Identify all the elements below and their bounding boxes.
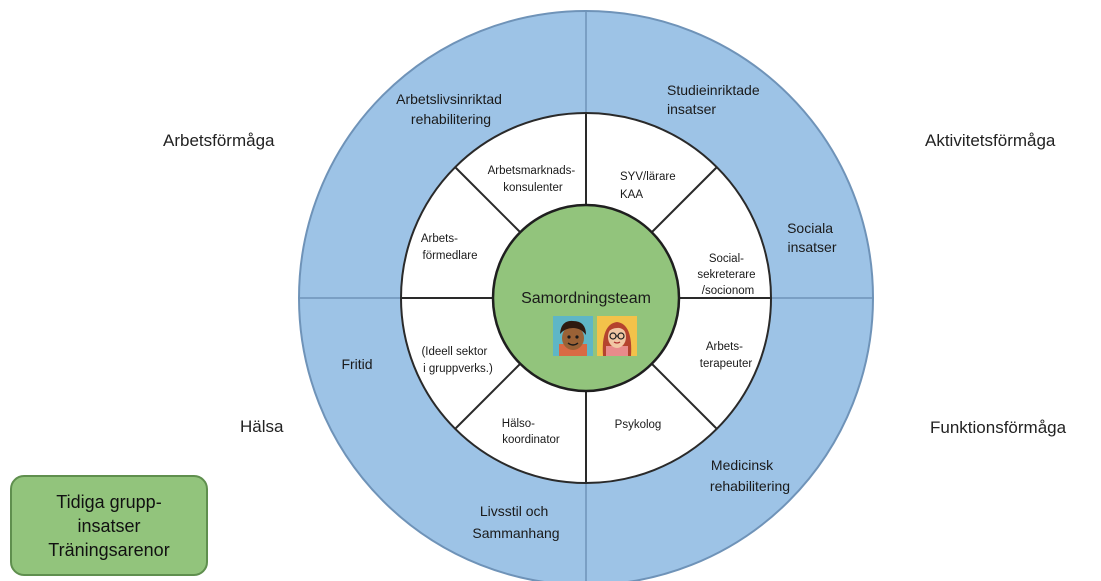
divider-nw: [454, 166, 521, 233]
inner-label-arbetsterapeuter: Arbets- terapeuter: [700, 341, 753, 370]
center-title: Samordningsteam: [521, 290, 651, 307]
inner-label-arbetsmarknadskonsulenter: Arbetsmarknads- konsulenter: [488, 165, 579, 194]
outer-label-arbetslivsinriktad: Arbetslivsinriktad rehabilitering: [396, 91, 506, 127]
outer-label-fritid: Fritid: [341, 356, 372, 372]
avatar-girl-icon: [597, 316, 637, 356]
inner-label-halsokoordinator: Hälso- koordinator: [502, 418, 560, 446]
outer-label-studieinriktade: Studieinriktade insatser: [667, 82, 764, 117]
inner-label-arbetsformedlare: Arbets- förmedlare: [421, 233, 478, 262]
label-funktionsformaga: Funktionsförmåga: [930, 418, 1067, 437]
outer-label-livsstil: Livsstil och Sammanhang: [472, 503, 559, 541]
label-arbetsformaga: Arbetsförmåga: [163, 131, 275, 150]
green-box-line-3: Träningsarenor: [48, 539, 170, 560]
label-halsa: Hälsa: [240, 417, 284, 436]
outer-label-sociala: Sociala insatser: [787, 220, 837, 255]
inner-label-syv: SYV/lärare KAA: [620, 171, 679, 201]
green-box-line-2: insatser: [77, 515, 141, 536]
inner-dividers: [401, 113, 771, 483]
divider-ne: [651, 166, 718, 233]
divider-se: [651, 363, 718, 430]
green-box-line-1: Tidiga grupp-: [56, 491, 162, 512]
divider-sw: [454, 363, 521, 430]
inner-label-ideell-sektor: (Ideell sektor i gruppverks.): [421, 346, 493, 375]
early-group-interventions-box: Tidiga grupp- insatser Träningsarenor: [10, 475, 208, 576]
outer-label-medicinsk: Medicinsk rehabilitering: [710, 457, 790, 494]
label-aktivitetsformaga: Aktivitetsförmåga: [925, 131, 1056, 150]
inner-label-socialsekreterare: Social- sekreterare /socionom: [697, 253, 758, 297]
avatar-boy-icon: [553, 316, 593, 356]
inner-label-psykolog: Psykolog: [615, 419, 662, 431]
